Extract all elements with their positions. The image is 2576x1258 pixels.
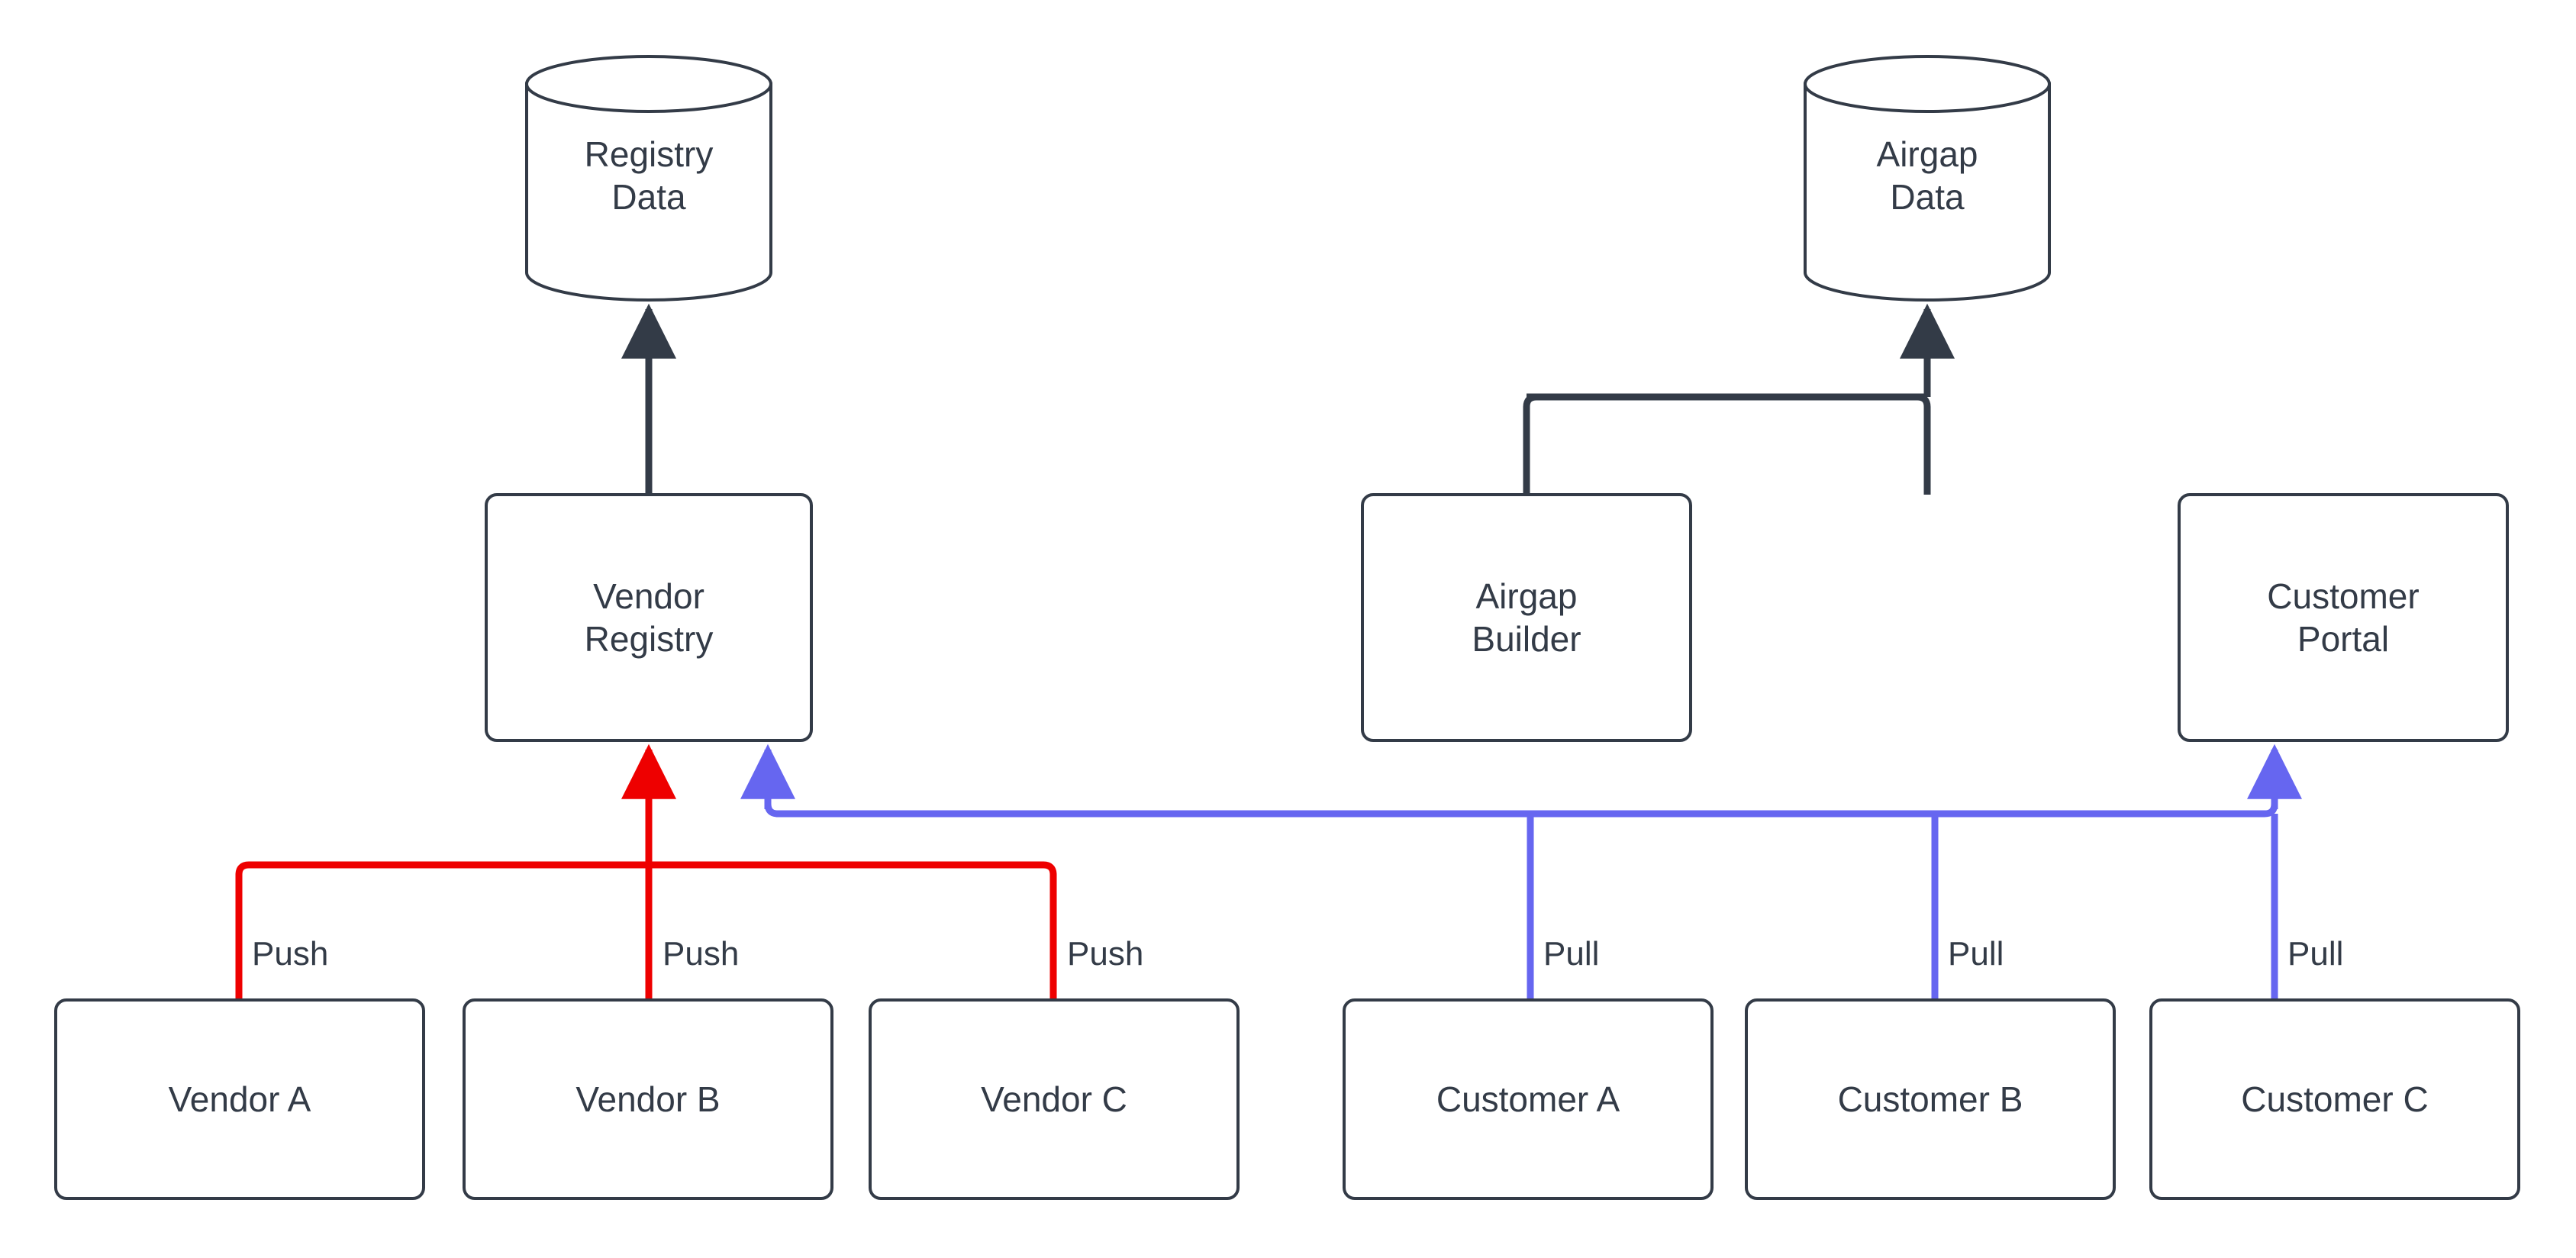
node-customer-c[interactable] bbox=[2149, 998, 2520, 1200]
edge-label-pull-customer-c: Pull bbox=[2287, 935, 2344, 973]
edge-label-push-vendor-c: Push bbox=[1067, 935, 1144, 973]
edge-airgap-bracket-to-airgap-data bbox=[1523, 393, 1931, 495]
node-vendor-registry[interactable] bbox=[485, 493, 813, 742]
edge-pull-bus-main bbox=[764, 750, 2278, 818]
node-airgap-data[interactable] bbox=[1804, 55, 2051, 302]
edge-label-push-vendor-a: Push bbox=[252, 935, 329, 973]
node-registry-data[interactable] bbox=[525, 55, 772, 302]
node-customer-a[interactable] bbox=[1343, 998, 1714, 1200]
node-customer-portal[interactable] bbox=[2178, 493, 2509, 742]
edge-label-pull-customer-a: Pull bbox=[1543, 935, 1600, 973]
node-customer-b[interactable] bbox=[1745, 998, 2116, 1200]
edge-push-vendor-c bbox=[649, 861, 1057, 1000]
node-airgap-builder[interactable] bbox=[1361, 493, 1692, 742]
node-vendor-b[interactable] bbox=[463, 998, 833, 1200]
edge-label-pull-customer-b: Pull bbox=[1948, 935, 2004, 973]
node-vendor-a[interactable] bbox=[54, 998, 425, 1200]
edge-push-vendor-a bbox=[235, 861, 649, 1000]
edge-label-push-vendor-b: Push bbox=[663, 935, 740, 973]
node-vendor-c[interactable] bbox=[869, 998, 1240, 1200]
